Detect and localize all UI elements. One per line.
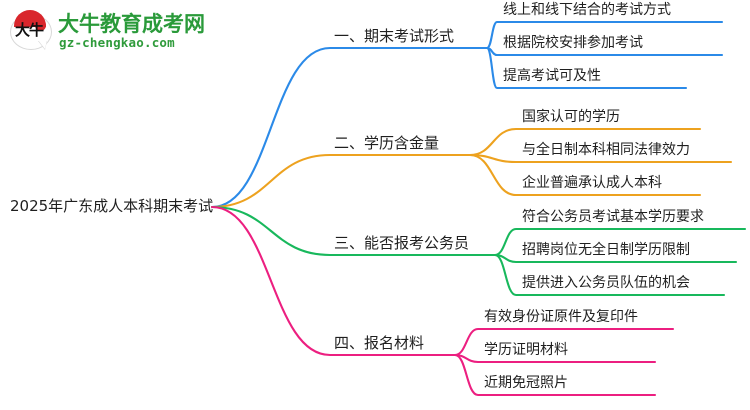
mindmap-edge [210, 205, 457, 357]
mindmap-edge [493, 253, 726, 297]
logo-dot-shape [35, 20, 46, 31]
mindmap-leaf-node-2-1[interactable]: 国家认可的学历 [522, 109, 620, 125]
mindmap-leaf-node-4-3[interactable]: 近期免冠照片 [484, 375, 568, 391]
speech-bubble-tail [38, 40, 47, 49]
mindmap-branch-node-4[interactable]: 四、报名材料 [334, 334, 425, 352]
mindmap-root-node[interactable]: 2025年广东成人本科期末考试 [10, 197, 214, 215]
mindmap-leaf-node-1-3[interactable]: 提高考试可及性 [503, 68, 601, 84]
mindmap-edge [468, 127, 702, 157]
mindmap-edge [453, 327, 675, 357]
mindmap-branch-node-2[interactable]: 二、学历含金量 [334, 134, 440, 152]
site-logo: 大牛 大牛教育成考网 gz-chengkao.com [8, 4, 238, 58]
mindmap-leaf-node-3-3[interactable]: 提供进入公务员队伍的机会 [522, 275, 690, 291]
mindmap-edge [210, 46, 489, 209]
logo-domain: gz-chengkao.com [59, 35, 175, 50]
mindmap-leaf-node-2-3[interactable]: 企业普遍承认成人本科 [522, 175, 662, 191]
mindmap-edge [210, 205, 497, 257]
mindmap-leaf-node-3-1[interactable]: 符合公务员考试基本学历要求 [522, 209, 704, 225]
logo-mark-icon: 大牛 [8, 6, 54, 54]
mindmap-edge [485, 46, 688, 90]
mindmap-leaf-node-1-1[interactable]: 线上和线下结合的考试方式 [503, 2, 671, 18]
mindmap-edge [493, 227, 747, 257]
mindmap-leaf-node-4-1[interactable]: 有效身份证原件及复印件 [484, 309, 638, 325]
logo-mark-text: 大牛 [14, 21, 44, 39]
mindmap-edge [468, 153, 702, 197]
mindmap-edge [485, 20, 724, 50]
mindmap-leaf-node-2-2[interactable]: 与全日制本科相同法律效力 [522, 142, 690, 158]
mindmap-branch-node-1[interactable]: 一、期末考试形式 [334, 27, 455, 45]
mindmap-leaf-node-4-2[interactable]: 学历证明材料 [484, 342, 568, 358]
mindmap-branch-node-3[interactable]: 三、能否报考公务员 [334, 234, 470, 252]
mindmap-leaf-node-3-2[interactable]: 招聘岗位无全日制学历限制 [522, 242, 690, 258]
mindmap-edge [453, 353, 657, 397]
mindmap-leaf-node-1-2[interactable]: 根据院校安排参加考试 [503, 35, 643, 51]
logo-title: 大牛教育成考网 [58, 12, 205, 36]
mindmap-edge [210, 153, 472, 209]
